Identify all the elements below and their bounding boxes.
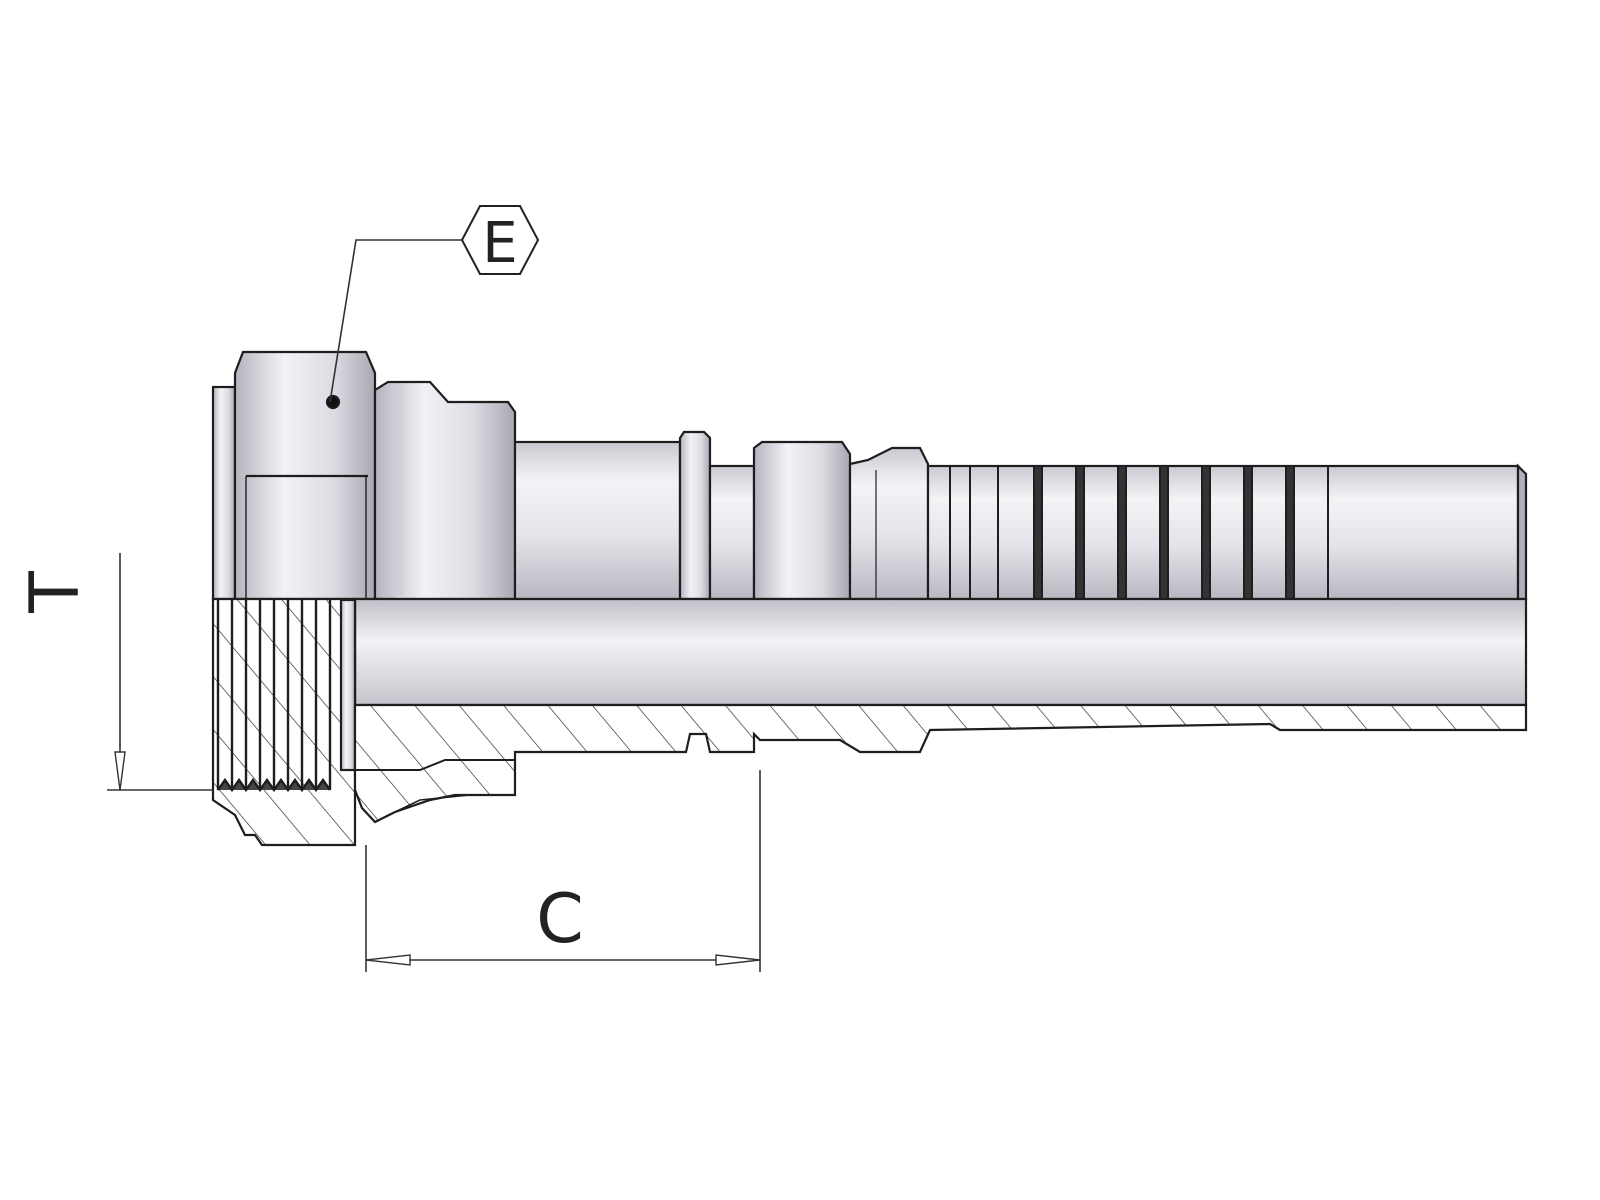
bore [353, 597, 1528, 707]
fitting-exterior [211, 350, 1528, 601]
nut-marker-dot [325, 394, 341, 410]
fitting-section [211, 597, 1528, 847]
internal-thread [216, 600, 332, 793]
nut-flange [211, 385, 237, 601]
dimension-arrowhead [715, 954, 761, 966]
collar [373, 380, 517, 601]
hexagon-callout-frame [460, 205, 540, 275]
callout-e: E [329, 205, 540, 403]
nut-section [211, 597, 357, 847]
dimension-t-label: T [16, 571, 95, 614]
tail-end [1516, 463, 1528, 601]
dimension-c: C [365, 770, 761, 972]
body-section [353, 703, 1528, 824]
hose-tail [926, 464, 1520, 601]
dimension-arrowhead [365, 954, 411, 966]
callout-e-label: E [482, 211, 517, 276]
dimension-c-label: C [536, 880, 583, 959]
dimension-t: T [16, 553, 213, 791]
dimension-arrowhead [114, 751, 126, 791]
neck [513, 440, 682, 601]
groove-section [678, 430, 712, 601]
